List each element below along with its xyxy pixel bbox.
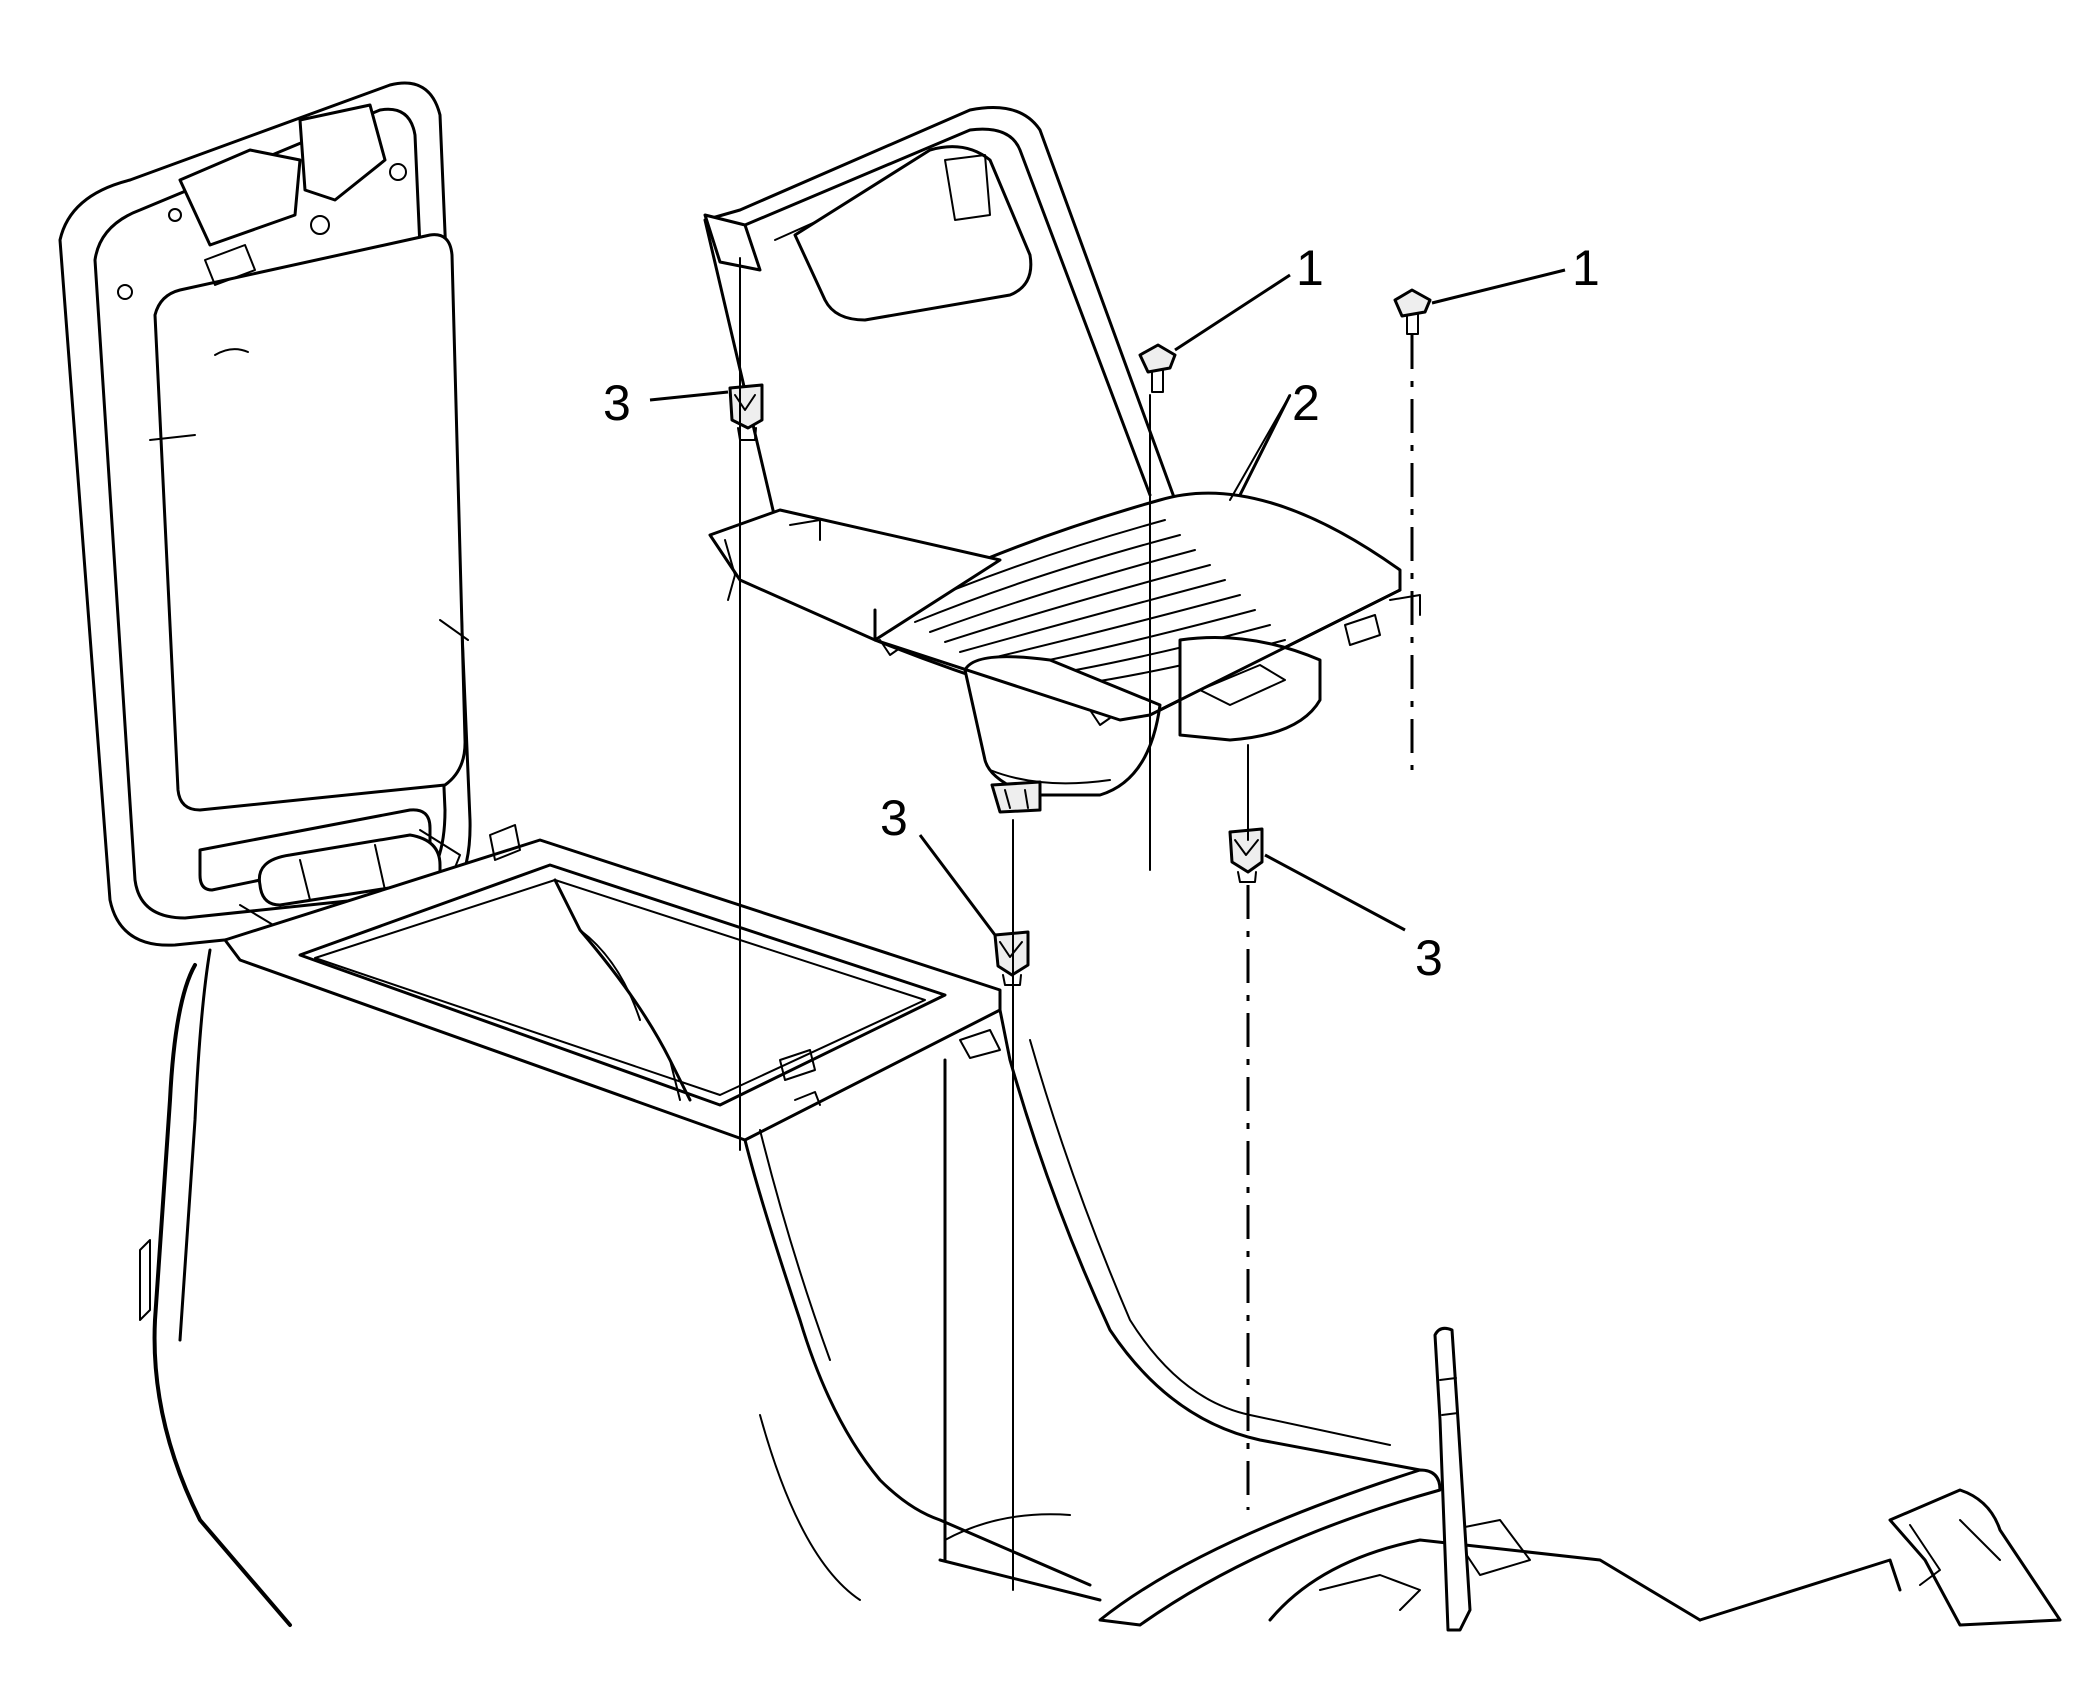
fastener-right: [1393, 288, 1432, 335]
callout-insert-2: 2: [1292, 375, 1320, 431]
callout-clip-3b: 3: [880, 790, 908, 846]
console-body: [139, 824, 1422, 1627]
alignment-lines: [739, 257, 1414, 1591]
callout-leaders: [649, 268, 1566, 936]
clip-mid-lower: [993, 930, 1030, 986]
armrest-lid: [58, 81, 472, 947]
clip-cup-well: [990, 780, 1042, 814]
shifter-area: [1098, 1326, 2062, 1632]
callout-fastener-1b: 1: [1572, 240, 1600, 296]
fastener-left: [1138, 343, 1177, 393]
callout-fastener-1a: 1: [1296, 240, 1324, 296]
cup-holder-insert: [703, 106, 1421, 797]
clip-right: [1228, 827, 1264, 883]
callout-clip-3c: 3: [1415, 930, 1443, 986]
callout-clip-3a: 3: [603, 375, 631, 431]
